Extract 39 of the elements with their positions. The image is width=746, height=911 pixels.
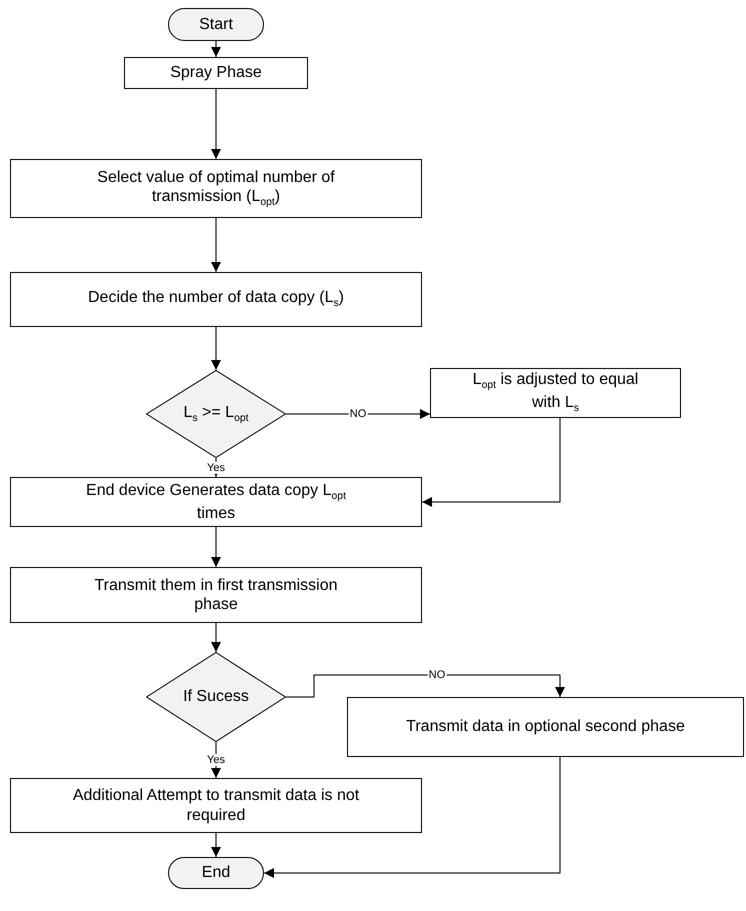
process-box bbox=[10, 159, 422, 218]
arrow bbox=[211, 40, 221, 58]
node-label: Transmit data in optional second phase bbox=[406, 717, 685, 737]
arrow bbox=[211, 218, 221, 272]
terminal-pill bbox=[168, 857, 264, 889]
process-box bbox=[10, 567, 422, 623]
arrow bbox=[286, 409, 430, 419]
decision-diamond bbox=[146, 370, 286, 458]
terminal-pill bbox=[168, 8, 264, 41]
arrow bbox=[211, 526, 221, 568]
arrow bbox=[264, 756, 560, 878]
arrow bbox=[211, 88, 221, 160]
arrow bbox=[422, 418, 560, 507]
edge-label: Yes bbox=[206, 754, 226, 766]
node-label: L$_{opt}$ is adjusted to equal with L$_{s}$ bbox=[472, 370, 640, 416]
process-box bbox=[10, 477, 422, 527]
edge-label: NO bbox=[428, 668, 446, 682]
edge-label: Yes bbox=[206, 461, 226, 474]
arrow bbox=[211, 832, 221, 858]
node-label: End device Generates data copy L$_{opt}$ times bbox=[85, 481, 347, 523]
node-label: If Sucess bbox=[183, 687, 249, 707]
node-label: Additional Attempt to transmit data is not required bbox=[72, 786, 360, 825]
node-label: End bbox=[202, 863, 230, 883]
process-box bbox=[124, 57, 308, 89]
node-label: Start bbox=[199, 14, 233, 34]
arrow bbox=[211, 326, 221, 370]
process-box bbox=[10, 778, 422, 833]
node-label: Spray Phase bbox=[170, 63, 262, 83]
node-label: Transmit them in first transmission phase bbox=[93, 576, 338, 614]
node-label: Decide the number of data copy (L$_{s}$) bbox=[88, 288, 344, 311]
arrow bbox=[286, 674, 565, 698]
process-box bbox=[430, 368, 681, 418]
node-label: Select value of optimal number of transmission (L$_{opt}$) bbox=[96, 168, 336, 210]
process-box bbox=[10, 272, 422, 327]
arrow bbox=[211, 622, 221, 652]
edge-label: NO bbox=[348, 408, 368, 420]
decision-diamond bbox=[146, 652, 286, 742]
node-label: L$_{s}$ >= L$_{opt}$ bbox=[183, 402, 249, 426]
process-box bbox=[347, 697, 744, 757]
